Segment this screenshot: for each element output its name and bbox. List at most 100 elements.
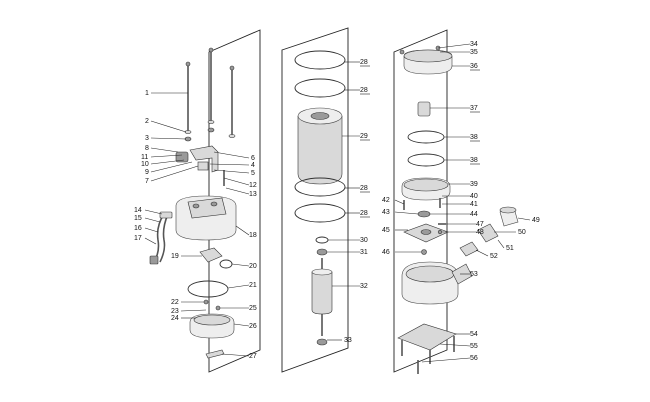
callout-label: 30 xyxy=(360,237,368,244)
callout-label: 11 xyxy=(141,154,148,161)
callout-label: 28 xyxy=(360,210,368,217)
left-parts-group xyxy=(149,47,237,359)
impeller-hub xyxy=(420,229,432,235)
callout-label: 54 xyxy=(470,331,478,338)
o-ring-large xyxy=(187,280,229,298)
middle-panel-outline xyxy=(281,27,349,373)
o-ring xyxy=(294,203,346,223)
callout-label: 6 xyxy=(251,155,255,162)
cable-plug xyxy=(149,255,159,265)
rotor xyxy=(311,271,333,315)
washer xyxy=(207,120,215,124)
callout-label: 55 xyxy=(470,343,478,350)
o-ring xyxy=(407,153,445,167)
callout-label: 45 xyxy=(382,227,390,234)
callout-label: 21 xyxy=(249,282,257,289)
callout-label: 26 xyxy=(249,323,257,330)
bearing-cover-top xyxy=(193,314,231,326)
callout-label: 17 xyxy=(134,235,142,242)
callout-labels: 1 2 3 8 11 10 9 7 6 4 5 12 13 14 15 16 1… xyxy=(134,41,540,362)
gasket-plate xyxy=(199,247,223,263)
callout-label: 38 xyxy=(470,134,478,141)
callout-label: 24 xyxy=(171,315,179,322)
o-ring xyxy=(294,78,346,98)
callout-label: 8 xyxy=(145,145,149,152)
washer xyxy=(228,134,236,138)
callout-label: 38 xyxy=(470,157,478,164)
callout-label: 34 xyxy=(470,41,478,48)
callout-label: 4 xyxy=(251,162,255,169)
rod-head xyxy=(208,47,214,53)
callout-label: 41 xyxy=(470,201,478,208)
o-ring xyxy=(294,50,346,70)
switch-block xyxy=(175,151,189,163)
callout-label: 2 xyxy=(145,118,149,125)
o-ring xyxy=(407,130,445,144)
seal-plate-top xyxy=(403,178,449,192)
callout-label: 36 xyxy=(470,63,478,70)
shaft-coupling xyxy=(417,101,431,117)
small-bolt xyxy=(215,305,221,311)
callout-label: 29 xyxy=(360,133,368,140)
callout-label: 35 xyxy=(470,49,478,56)
callout-label: 14 xyxy=(134,207,142,214)
callout-label: 49 xyxy=(532,217,540,224)
volute-top xyxy=(405,265,455,283)
callout-label: 15 xyxy=(134,215,142,222)
callout-label: 37 xyxy=(470,105,478,112)
callout-label: 51 xyxy=(506,245,514,252)
small-o-ring xyxy=(219,259,233,269)
power-cable xyxy=(159,213,169,263)
callout-label: 28 xyxy=(360,59,368,66)
callout-label: 28 xyxy=(360,185,368,192)
impeller-nut xyxy=(421,249,427,255)
callout-label: 50 xyxy=(518,229,526,236)
callout-label: 32 xyxy=(360,283,368,290)
o-ring xyxy=(294,177,346,197)
callout-label: 39 xyxy=(470,181,478,188)
retaining-ring xyxy=(315,236,329,244)
outlet-fitting-end xyxy=(499,206,517,214)
callout-label: 10 xyxy=(141,161,149,168)
bearing-top xyxy=(316,248,328,256)
left-panel-outline xyxy=(208,29,261,373)
callout-label: 56 xyxy=(470,355,478,362)
callout-label: 13 xyxy=(249,191,257,198)
stator-bore xyxy=(310,112,330,120)
terminal-block xyxy=(197,161,209,171)
small-bolt xyxy=(203,299,209,305)
callout-label: 18 xyxy=(249,232,257,239)
callout-label: 43 xyxy=(382,209,390,216)
small-nut xyxy=(437,229,443,235)
small-bolt xyxy=(399,49,405,55)
label-underlines xyxy=(360,65,480,218)
bearing-bottom xyxy=(316,338,328,346)
callout-label: 25 xyxy=(249,305,257,312)
rotor-top xyxy=(311,268,333,276)
callout-label: 19 xyxy=(171,253,179,260)
seal-ring xyxy=(417,210,431,218)
callout-label: 16 xyxy=(134,225,142,232)
callout-label: 40 xyxy=(470,193,478,200)
outlet-gasket xyxy=(459,241,479,257)
outlet-gasket xyxy=(477,223,499,243)
callout-label: 3 xyxy=(145,135,149,142)
callout-label: 12 xyxy=(249,182,257,189)
nut xyxy=(207,127,215,133)
callout-label: 44 xyxy=(470,211,478,218)
callout-label: 20 xyxy=(249,263,257,270)
callout-label: 53 xyxy=(470,271,478,278)
callout-label: 48 xyxy=(476,229,484,236)
middle-parts-group xyxy=(294,50,346,346)
right-parts-group xyxy=(397,45,519,374)
housing-bolt xyxy=(192,203,200,209)
switch-bracket xyxy=(189,145,219,173)
callout-label: 7 xyxy=(145,178,149,185)
callout-label: 22 xyxy=(171,299,179,306)
callout-label: 31 xyxy=(360,249,368,256)
callout-label: 33 xyxy=(344,337,352,344)
rod-head xyxy=(229,65,235,71)
callout-label: 5 xyxy=(251,170,255,177)
leader-lines xyxy=(144,43,531,363)
